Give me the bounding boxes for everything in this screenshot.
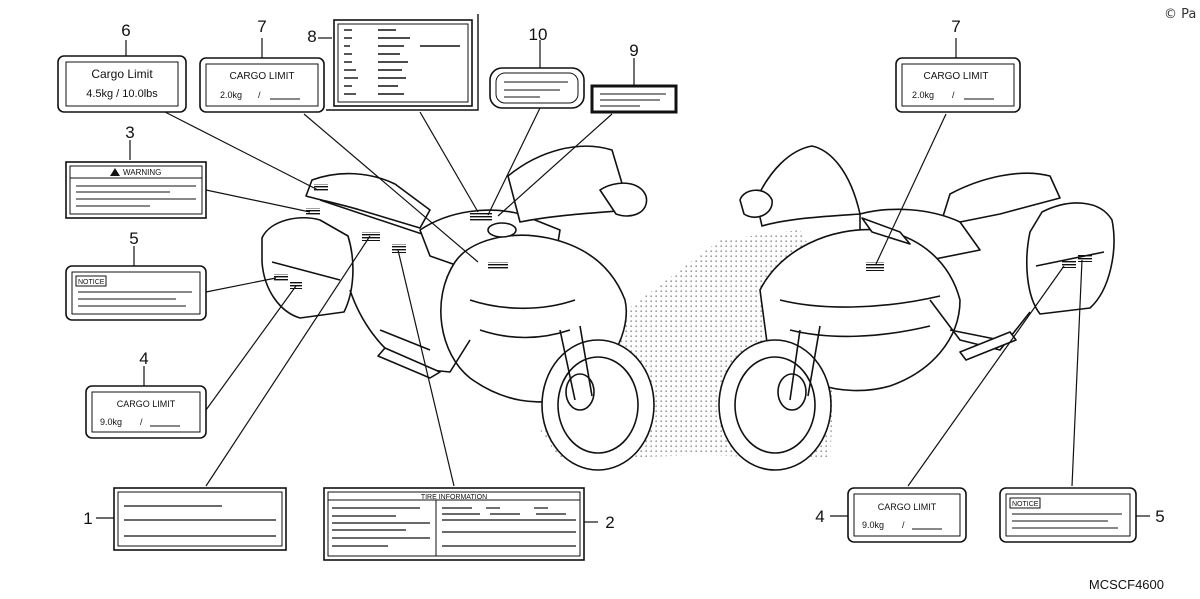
label-5-notice-right: NOTICE xyxy=(999,487,1137,543)
callout-1: 1 xyxy=(83,509,92,528)
callout-7-right: 7 xyxy=(951,17,960,36)
label-7-right-title: CARGO LIMIT xyxy=(923,71,988,82)
callout-4-left: 4 xyxy=(139,349,148,368)
label-4-cargo-limit-right: CARGO LIMIT 9.0kg / xyxy=(847,487,967,543)
label-3-warning: WARNING xyxy=(65,161,207,219)
leader-lines xyxy=(96,37,1150,523)
label-6-value: 4.5kg / 10.0lbs xyxy=(86,88,158,100)
label-7-left-separator: / xyxy=(258,90,261,100)
label-2-title: TIRE INFORMATION xyxy=(421,494,487,501)
motorcycle-right-view xyxy=(718,145,1115,471)
label-5-right-title: NOTICE xyxy=(1012,501,1039,508)
label-4-cargo-limit-left: CARGO LIMIT 9.0kg / xyxy=(85,385,207,439)
callout-10: 10 xyxy=(529,25,548,44)
label-4-right-title: CARGO LIMIT xyxy=(878,502,937,512)
motorcycle-left-view xyxy=(261,145,655,471)
label-4-left-title: CARGO LIMIT xyxy=(117,399,176,409)
callout-5-right: 5 xyxy=(1155,507,1164,526)
label-4-right-value: 9.0kg xyxy=(862,520,884,530)
label-7-cargo-limit-right: CARGO LIMIT 2.0kg / xyxy=(895,57,1021,113)
label-6-cargo-limit: Cargo Limit 4.5kg / 10.0lbs xyxy=(57,55,187,113)
label-7-left-value: 2.0kg xyxy=(220,90,242,100)
label-9 xyxy=(590,84,678,114)
label-4-left-value: 9.0kg xyxy=(100,417,122,427)
label-4-left-separator: / xyxy=(140,417,143,427)
label-10 xyxy=(489,67,585,109)
label-5-notice-left: NOTICE xyxy=(65,265,207,321)
callout-7-left: 7 xyxy=(257,17,266,36)
label-2-tire-information: TIRE INFORMATION xyxy=(323,487,585,561)
warning-triangle-icon xyxy=(110,168,120,176)
label-7-left-title: CARGO LIMIT xyxy=(229,71,294,82)
callout-2: 2 xyxy=(605,513,614,532)
label-7-cargo-limit-left: CARGO LIMIT 2.0kg / xyxy=(199,57,325,113)
label-4-right-separator: / xyxy=(902,520,905,530)
label-7-right-separator: / xyxy=(952,90,955,100)
label-5-left-title: NOTICE xyxy=(78,279,105,286)
label-7-right-value: 2.0kg xyxy=(912,90,934,100)
callout-5-left: 5 xyxy=(129,229,138,248)
label-6-title: Cargo Limit xyxy=(91,67,153,81)
callout-4-right: 4 xyxy=(815,507,824,526)
label-3-title: WARNING xyxy=(123,168,161,177)
callout-3: 3 xyxy=(125,123,134,142)
copyright-mark: © Pa xyxy=(1164,7,1196,22)
label-1 xyxy=(113,487,287,551)
label-8-spec-plate xyxy=(326,14,479,111)
callout-8: 8 xyxy=(307,27,316,46)
callout-6: 6 xyxy=(121,21,130,40)
callout-9: 9 xyxy=(629,41,638,60)
diagram-code: MCSCF4600 xyxy=(1089,577,1164,592)
